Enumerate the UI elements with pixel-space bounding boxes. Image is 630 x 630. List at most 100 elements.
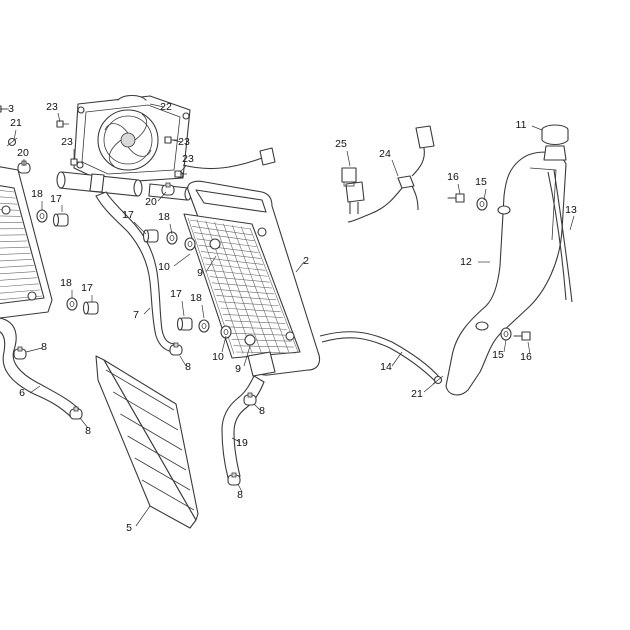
callout-13: 13 <box>565 204 577 216</box>
callout-23b: 23 <box>178 136 190 148</box>
leader-line-25 <box>346 150 351 167</box>
spacer-spacer <box>82 301 99 315</box>
hose-clamp-clamp <box>69 406 83 420</box>
callout-25: 25 <box>335 138 347 150</box>
callout-23d: 23 <box>182 153 194 165</box>
leader-line-15b <box>503 339 507 353</box>
leader-line-18d <box>201 304 205 319</box>
leader-line-9a <box>205 255 217 273</box>
callout-10b: 10 <box>212 351 224 363</box>
washer-washer <box>184 237 196 251</box>
callout-17d: 17 <box>170 288 182 300</box>
leader-line-10a <box>173 253 191 267</box>
hose-19 <box>221 375 265 479</box>
callout-18d: 18 <box>190 292 202 304</box>
washer-washer <box>500 327 512 341</box>
leader-line-6 <box>29 385 41 394</box>
tube-14 <box>319 331 441 383</box>
callout-24: 24 <box>379 148 391 160</box>
radiator-right <box>183 180 321 377</box>
callout-6: 6 <box>19 387 25 399</box>
leader-line-8d <box>253 403 261 411</box>
hose-connector-clamp <box>161 182 175 196</box>
callout-8c: 8 <box>185 361 191 373</box>
washer-washer <box>166 231 178 245</box>
callout-23a: 23 <box>46 101 58 113</box>
expansion-tank <box>445 124 573 396</box>
callout-21b: 21 <box>411 388 423 400</box>
leader-line-13 <box>569 215 575 231</box>
leader-line-16b <box>527 341 531 355</box>
callout-2: 2 <box>303 255 309 267</box>
bolt-bolt <box>447 193 465 203</box>
callout-10a: 10 <box>158 261 170 273</box>
callout-8d: 8 <box>259 405 265 417</box>
leader-line-14 <box>391 351 403 367</box>
callout-17a: 17 <box>50 193 62 205</box>
radiator-left <box>0 166 53 319</box>
bolt-bolt <box>513 331 531 341</box>
callout-18a: 18 <box>31 188 43 200</box>
callout-15a: 15 <box>475 176 487 188</box>
callout-8a: 8 <box>41 341 47 353</box>
leader-line-19 <box>231 437 241 443</box>
callout-19: 19 <box>236 437 248 449</box>
leader-line-2 <box>295 261 305 273</box>
callout-9b: 9 <box>235 363 241 375</box>
leader-line-16a <box>457 183 461 195</box>
washer-washer <box>220 325 232 339</box>
callout-15b: 15 <box>492 349 504 361</box>
callout-8e: 8 <box>237 489 243 501</box>
leader-line-10b <box>221 335 227 353</box>
callout-12: 12 <box>460 256 472 268</box>
leader-line-7 <box>143 307 151 315</box>
washer-washer <box>66 297 78 311</box>
leader-line-8b <box>79 417 89 429</box>
leader-line-8a <box>25 347 43 353</box>
callout-17c: 17 <box>81 282 93 294</box>
leader-line-23a <box>57 112 61 123</box>
fan-assembly <box>73 94 276 184</box>
callout-16a: 16 <box>447 171 459 183</box>
hose-clamp-clamp <box>13 346 27 360</box>
leader-line-21a <box>13 129 17 141</box>
callout-18c: 18 <box>60 277 72 289</box>
spacer-spacer <box>52 213 69 227</box>
leader-line-22 <box>149 103 165 108</box>
callout-20a: 20 <box>17 147 29 159</box>
callout-22: 22 <box>160 101 172 113</box>
callout-9a: 9 <box>197 267 203 279</box>
callout-5: 5 <box>126 522 132 534</box>
leader-line-9b <box>243 345 251 367</box>
hose-clamp-clamp <box>243 392 257 406</box>
callout-7: 7 <box>133 309 139 321</box>
leader-line-17b <box>133 221 147 235</box>
spacer-spacer <box>176 317 193 331</box>
callout-17b: 17 <box>122 209 134 221</box>
screw-screw <box>56 120 69 128</box>
washer-washer <box>476 197 488 211</box>
leader-line-23d <box>179 165 187 173</box>
leader-line-18b <box>169 223 173 235</box>
screw-screw <box>174 170 187 178</box>
radiator-guard <box>95 355 199 529</box>
callout-20b: 20 <box>145 196 157 208</box>
leader-line-21b <box>423 381 437 393</box>
callout-8b: 8 <box>85 425 91 437</box>
spacer-spacer <box>142 229 159 243</box>
leader-line-8c <box>179 355 187 367</box>
leader-line-15a <box>483 188 487 201</box>
wiring-harness <box>345 125 435 223</box>
relay-relay <box>341 167 357 187</box>
leader-line-24 <box>391 159 399 177</box>
callout-3: 3 <box>8 103 14 115</box>
callout-14: 14 <box>380 361 392 373</box>
leader-line-17d <box>181 300 185 317</box>
leader-line-23b <box>171 139 183 143</box>
hose-6 <box>0 317 81 419</box>
hose-clamp-clamp <box>169 342 183 356</box>
callout-16b: 16 <box>520 351 532 363</box>
callout-23c: 23 <box>61 136 73 148</box>
callout-18b: 18 <box>158 211 170 223</box>
